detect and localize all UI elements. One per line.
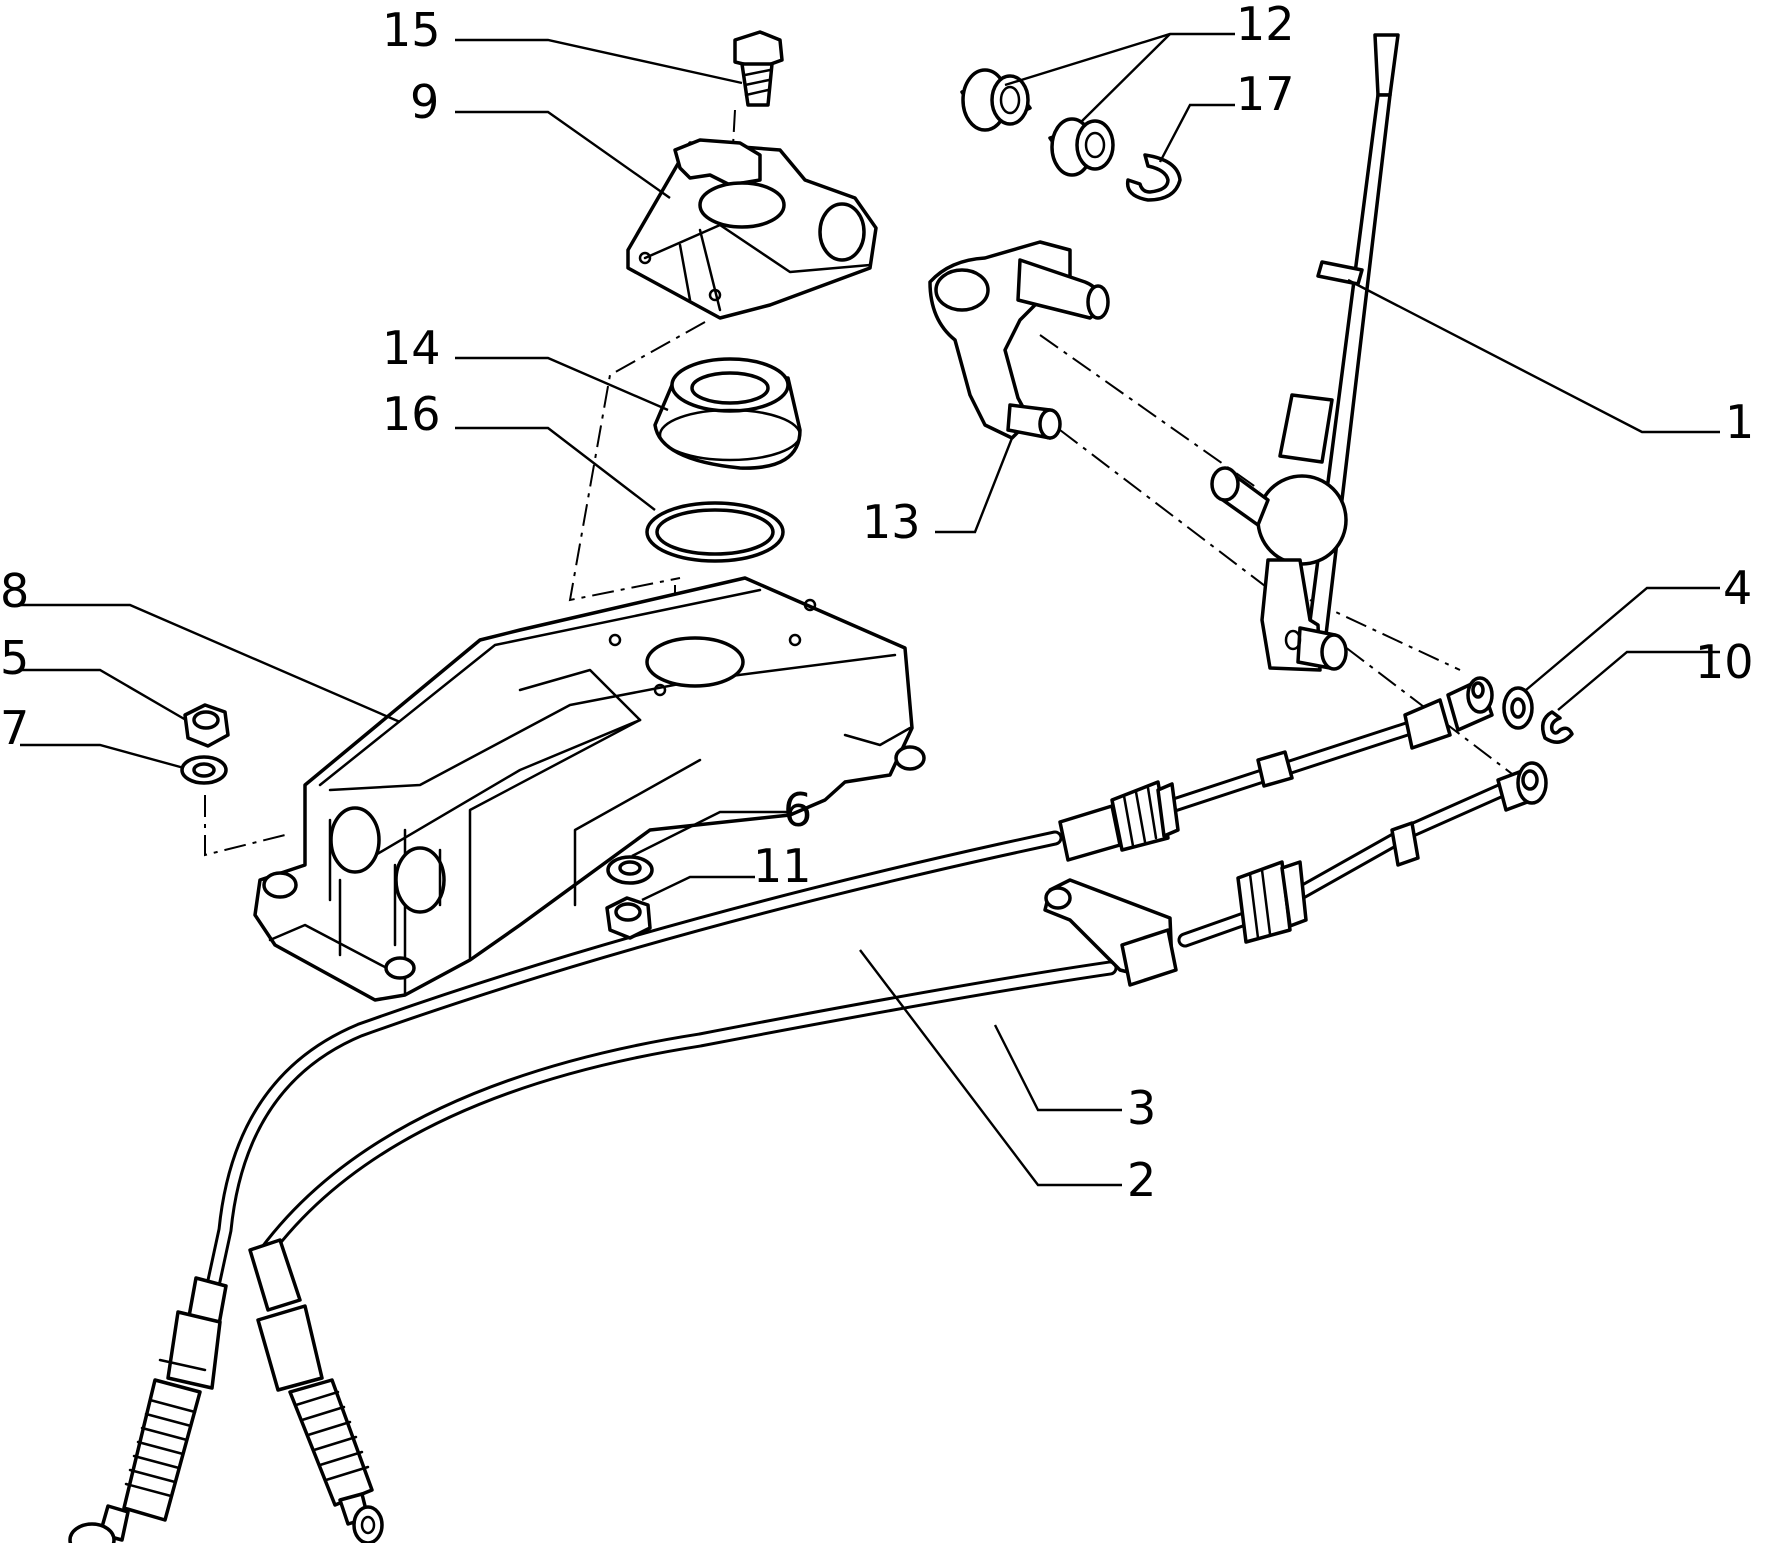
callout-15: 15 (382, 3, 441, 57)
callout-12: 12 (1236, 0, 1295, 51)
callout-7: 7 (0, 701, 29, 755)
clip-10 (1540, 710, 1574, 744)
callout-1: 1 (1725, 395, 1754, 449)
cable-2-upper-fitting (1058, 676, 1494, 862)
callout-9: 9 (410, 75, 439, 129)
washer-4 (1502, 686, 1534, 730)
callout-13: 13 (862, 495, 921, 549)
callout-labels: 15 9 14 16 12 17 13 1 4 10 8 5 7 6 11 3 … (0, 0, 1754, 1207)
washer-6 (606, 855, 654, 885)
cable-3 (252, 774, 1528, 1268)
washer-7 (180, 755, 228, 785)
callout-2: 2 (1127, 1153, 1156, 1207)
bolt (733, 30, 784, 107)
cable-3-lower-end (248, 1238, 384, 1543)
callout-11: 11 (753, 839, 812, 893)
bushing (653, 357, 802, 470)
cable-3-upper-fitting (1043, 761, 1548, 987)
retaining-clip (1125, 153, 1182, 202)
lever-bracket (928, 240, 1110, 440)
callout-16: 16 (382, 387, 441, 441)
gear-lever (1210, 33, 1400, 672)
callout-10: 10 (1695, 635, 1754, 689)
nut-11 (605, 896, 652, 940)
o-ring (645, 501, 785, 563)
cable-2-lower-end (68, 1276, 228, 1543)
callout-17: 17 (1236, 67, 1295, 121)
callout-3: 3 (1127, 1081, 1156, 1135)
nut-5 (183, 703, 230, 748)
callout-14: 14 (382, 321, 441, 375)
shift-housing (253, 576, 926, 1002)
leader-lines (20, 32, 1720, 1187)
upper-support (626, 138, 878, 320)
callout-4: 4 (1723, 561, 1752, 615)
callout-5: 5 (0, 631, 29, 685)
callout-6: 6 (783, 783, 812, 837)
needle-bearing-b (1048, 117, 1115, 177)
needle-bearing-a (960, 68, 1032, 132)
callout-8: 8 (0, 564, 29, 618)
